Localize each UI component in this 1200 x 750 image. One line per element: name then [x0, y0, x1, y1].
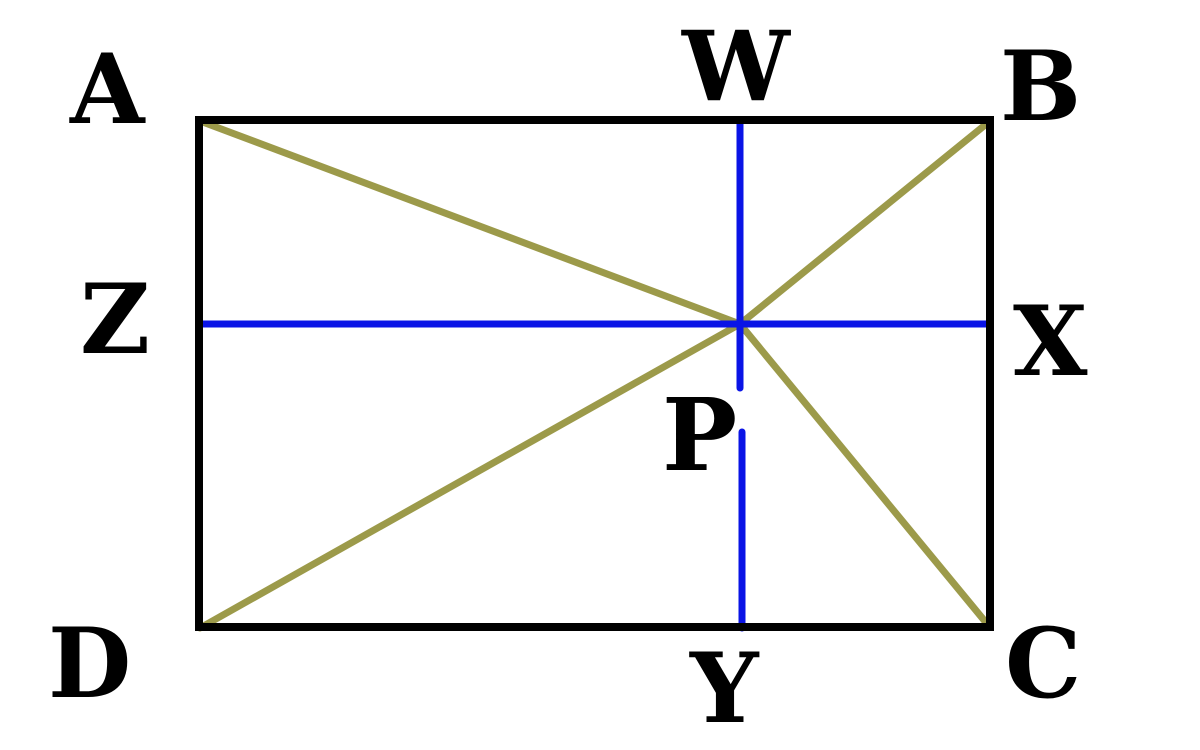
label-W: W	[681, 10, 791, 123]
label-Y: Y	[689, 632, 760, 745]
label-D: D	[48, 607, 131, 720]
label-P: P	[662, 376, 737, 494]
label-X: X	[1013, 285, 1088, 398]
label-A: A	[69, 33, 146, 146]
segment-PD	[196, 320, 744, 632]
segment-PB	[736, 117, 994, 328]
segment-PC	[736, 320, 992, 629]
label-Z: Z	[80, 263, 150, 376]
rectangle-ABCD	[195, 116, 994, 631]
label-C: C	[1005, 607, 1081, 720]
label-B: B	[1000, 30, 1081, 143]
segment-PA	[196, 117, 744, 328]
